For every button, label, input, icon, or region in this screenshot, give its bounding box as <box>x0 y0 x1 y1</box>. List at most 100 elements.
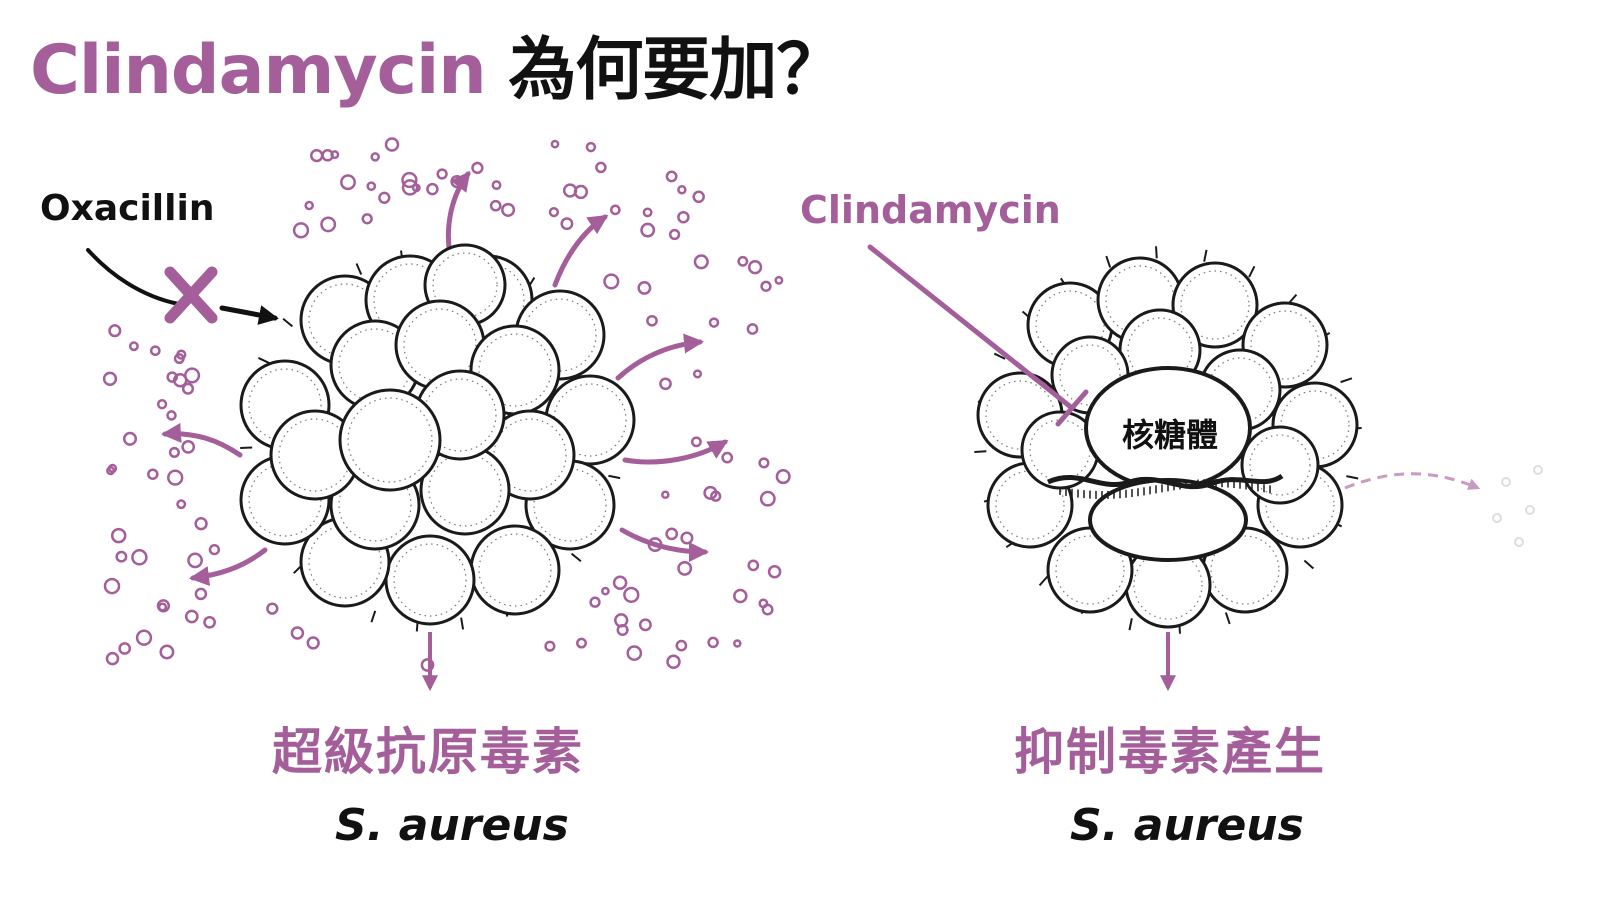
toxin-particle <box>675 639 688 652</box>
title-drug: Clindamycin <box>30 31 487 110</box>
toxin-particle <box>758 598 769 609</box>
toxin-particle <box>758 457 770 469</box>
toxin-particle <box>721 451 734 464</box>
oxacillin-arrow <box>86 248 279 325</box>
toxin-particle <box>737 255 749 267</box>
toxin-particle <box>436 168 448 180</box>
toxin-particle <box>638 618 652 632</box>
toxin-particle <box>774 275 784 285</box>
toxin-release-arrows <box>161 170 729 587</box>
toxin-particle <box>692 190 705 204</box>
bacteria-cell <box>1240 425 1320 505</box>
toxin-particle <box>173 353 185 365</box>
toxin-particle <box>135 629 153 646</box>
bacteria-cell <box>384 534 476 626</box>
toxin-particle <box>640 222 656 238</box>
toxin-particle <box>544 640 556 652</box>
toxin-particle <box>703 485 718 500</box>
toxin-particle <box>176 499 187 510</box>
toxin-particle <box>609 204 621 216</box>
reduced-release-arrow <box>1344 465 1543 547</box>
toxin-particle <box>128 341 139 352</box>
toxin-particle <box>366 181 377 192</box>
toxin-particle <box>775 469 791 485</box>
toxin-particle <box>550 139 560 149</box>
toxin-particle <box>666 654 681 670</box>
inhibit-toxin-caption: 抑制毒素產生 <box>1014 723 1326 781</box>
superantigen-toxin-caption: 超級抗原毒素 <box>272 723 584 781</box>
toxin-particle <box>266 602 279 615</box>
toxin-particle <box>194 517 208 531</box>
toxin-particle <box>692 369 703 379</box>
toxin-particle <box>489 199 502 212</box>
toxin-particle <box>677 185 687 195</box>
toxin-particle <box>680 531 694 545</box>
ribosome-label: 核糖體 <box>1122 416 1219 454</box>
toxin-particle <box>501 202 516 217</box>
toxin-particle <box>159 644 175 660</box>
toxin-particle <box>733 639 742 648</box>
toxin-particle <box>595 161 607 174</box>
toxin-particle <box>310 148 324 163</box>
toxin-particle <box>292 222 310 239</box>
toxin-particle <box>690 436 702 448</box>
x-icon <box>164 266 218 324</box>
toxin-particle <box>668 228 681 241</box>
toxin-particle <box>118 642 132 655</box>
toxin-particle <box>194 587 208 601</box>
toxin-particle <box>623 586 640 604</box>
toxin-particle <box>147 468 159 480</box>
toxin-particle <box>131 549 148 566</box>
toxin-particle <box>646 314 658 327</box>
toxin-particle <box>157 602 168 612</box>
toxin-particles <box>102 137 791 672</box>
toxin-particle <box>637 280 652 295</box>
toxin-particle <box>585 141 597 153</box>
organism-label-right: S. aureus <box>1070 800 1304 851</box>
toxin-particle <box>320 216 337 233</box>
toxin-particle <box>290 626 305 640</box>
toxin-particle <box>208 543 221 556</box>
toxin-particle <box>401 171 418 189</box>
toxin-particle <box>612 575 628 590</box>
toxin-particle <box>107 463 118 474</box>
toxin-particle <box>181 440 196 454</box>
page-title: Clindamycin 為何要加？ <box>30 14 844 113</box>
toxin-particle <box>601 586 610 596</box>
toxin-particle <box>642 207 653 218</box>
clindamycin-label: Clindamycin <box>800 188 1061 232</box>
toxin-particle <box>304 200 314 211</box>
clindamycin-inhibition-line <box>867 244 1089 427</box>
toxin-particle <box>665 170 678 183</box>
toxin-particle <box>103 577 121 595</box>
organism-label-left: S. aureus <box>335 800 569 851</box>
toxin-particle <box>122 431 138 446</box>
toxin-particle <box>340 174 356 191</box>
toxin-particle <box>626 645 643 661</box>
toxin-particle <box>168 446 180 458</box>
toxin-particle <box>677 560 693 576</box>
toxin-particle <box>401 179 419 196</box>
bacteria-cluster-left <box>239 243 636 632</box>
toxin-particle <box>665 527 679 541</box>
toxin-particle <box>589 596 601 608</box>
toxin-particle <box>746 323 759 335</box>
toxin-particle <box>426 182 439 196</box>
toxin-particle <box>184 609 199 624</box>
toxin-particle <box>661 490 670 499</box>
toxin-particle <box>677 210 690 224</box>
toxin-particle <box>115 550 128 563</box>
toxin-particle <box>370 152 380 162</box>
toxin-particle <box>491 180 502 191</box>
toxin-particle <box>105 651 120 666</box>
toxin-particle <box>576 637 587 649</box>
ribosome-icon <box>1046 366 1284 562</box>
toxin-particle <box>693 254 709 270</box>
toxin-particle <box>181 382 195 395</box>
toxin-particle <box>149 345 161 357</box>
toxin-particle <box>167 469 184 486</box>
toxin-particle <box>759 490 776 507</box>
toxin-particle <box>110 527 127 544</box>
toxin-particle <box>203 615 216 629</box>
